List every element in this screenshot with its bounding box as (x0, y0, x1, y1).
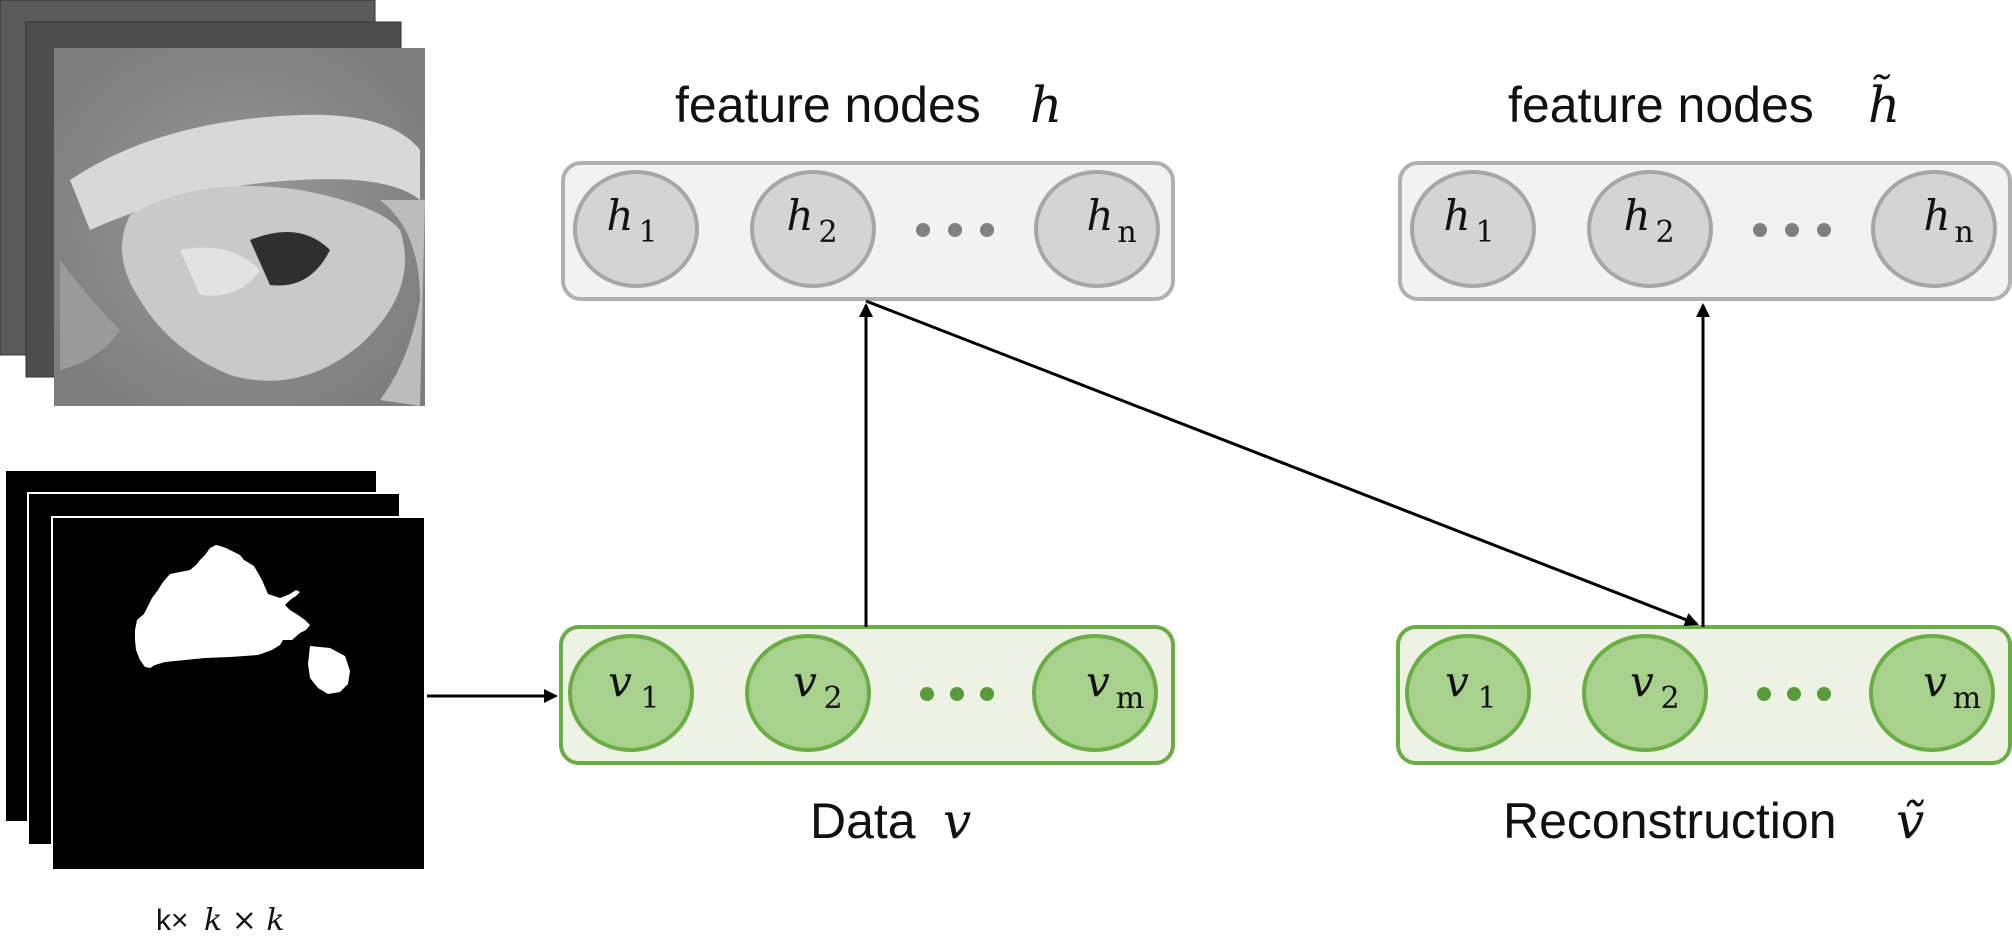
visible-node-2-symbol: v (793, 657, 817, 706)
hidden-node-1-subscript: 1 (638, 215, 657, 250)
mask-image-stack: k× k × k (4, 469, 426, 938)
visible-layer-recon: v 1 v 2 v m Reconstruction ṽ (1396, 625, 2012, 850)
visible-node-m-symbol: v (1086, 657, 1110, 706)
visible-ellipsis (920, 687, 994, 701)
hidden-recon-node-1: h 1 (1410, 170, 1536, 288)
visible-layer-caption-symbol: v (943, 792, 971, 850)
visible-recon-node-m-symbol: v (1923, 657, 1947, 706)
hidden-recon-node-2-symbol: h (1623, 191, 1650, 240)
visible-layer-caption-text: Data (810, 793, 916, 849)
arrow-hidden-to-reconstruction (865, 299, 1699, 627)
hidden-recon-node-2-subscript: 2 (1655, 215, 1674, 250)
visible-node-m: v m (1032, 634, 1158, 752)
hidden-layer-recon: feature nodes h̃ h 1 h 2 h n (1398, 73, 2012, 301)
hidden-node-2-symbol: h (786, 191, 813, 240)
visible-node-2-subscript: 2 (823, 681, 842, 716)
connections (427, 299, 1710, 703)
visible-recon-node-2: v 2 (1582, 634, 1708, 752)
visible-recon-caption-text: Reconstruction (1503, 793, 1837, 849)
visible-node-1: v 1 (568, 634, 694, 752)
mask-size-prefix: k× (156, 904, 189, 937)
hidden-node-n-subscript: n (1117, 215, 1136, 250)
visible-recon-caption-symbol: ṽ (1896, 792, 1924, 850)
hidden-layer: feature nodes h h 1 h 2 h n (561, 76, 1175, 301)
mask-slice-front (51, 516, 426, 871)
hidden-node-n: h n (1034, 170, 1160, 288)
visible-node-1-subscript: 1 (640, 681, 659, 716)
hidden-recon-node-1-symbol: h (1443, 191, 1470, 240)
mri-image-stack (0, 0, 425, 406)
visible-recon-node-1-symbol: v (1445, 657, 1469, 706)
mask-size-math: k × k (204, 903, 285, 938)
visible-recon-node-1-subscript: 1 (1477, 681, 1496, 716)
hidden-node-n-symbol: h (1086, 191, 1113, 240)
hidden-node-2-subscript: 2 (818, 215, 837, 250)
visible-recon-node-2-subscript: 2 (1660, 681, 1679, 716)
visible-recon-ellipsis (1757, 687, 1831, 701)
hidden-recon-title-text: feature nodes (1508, 77, 1814, 133)
hidden-layer-title-symbol: h (1030, 76, 1062, 134)
hidden-recon-node-2: h 2 (1587, 170, 1713, 288)
hidden-recon-ellipsis (1753, 223, 1831, 237)
hidden-recon-node-n-symbol: h (1923, 191, 1950, 240)
hidden-recon-node-n-subscript: n (1954, 215, 1973, 250)
visible-layer: v 1 v 2 v m Data v (559, 625, 1175, 850)
visible-recon-node-1: v 1 (1405, 634, 1531, 752)
hidden-recon-node-1-subscript: 1 (1475, 215, 1494, 250)
visible-node-1-symbol: v (608, 657, 632, 706)
visible-recon-node-m-subscript: m (1953, 681, 1981, 716)
mri-slice-front (54, 48, 425, 406)
visible-recon-node-2-symbol: v (1630, 657, 1654, 706)
hidden-recon-node-n: h n (1871, 170, 1997, 288)
visible-recon-node-m: v m (1869, 634, 1995, 752)
hidden-layer-title-text: feature nodes (675, 77, 981, 133)
hidden-recon-title-symbol: h̃ (1868, 73, 1900, 134)
hidden-node-1-symbol: h (606, 191, 633, 240)
hidden-ellipsis (916, 223, 994, 237)
hidden-node-1: h 1 (573, 170, 699, 288)
visible-node-2: v 2 (745, 634, 871, 752)
hidden-node-2: h 2 (750, 170, 876, 288)
visible-node-m-subscript: m (1116, 681, 1144, 716)
